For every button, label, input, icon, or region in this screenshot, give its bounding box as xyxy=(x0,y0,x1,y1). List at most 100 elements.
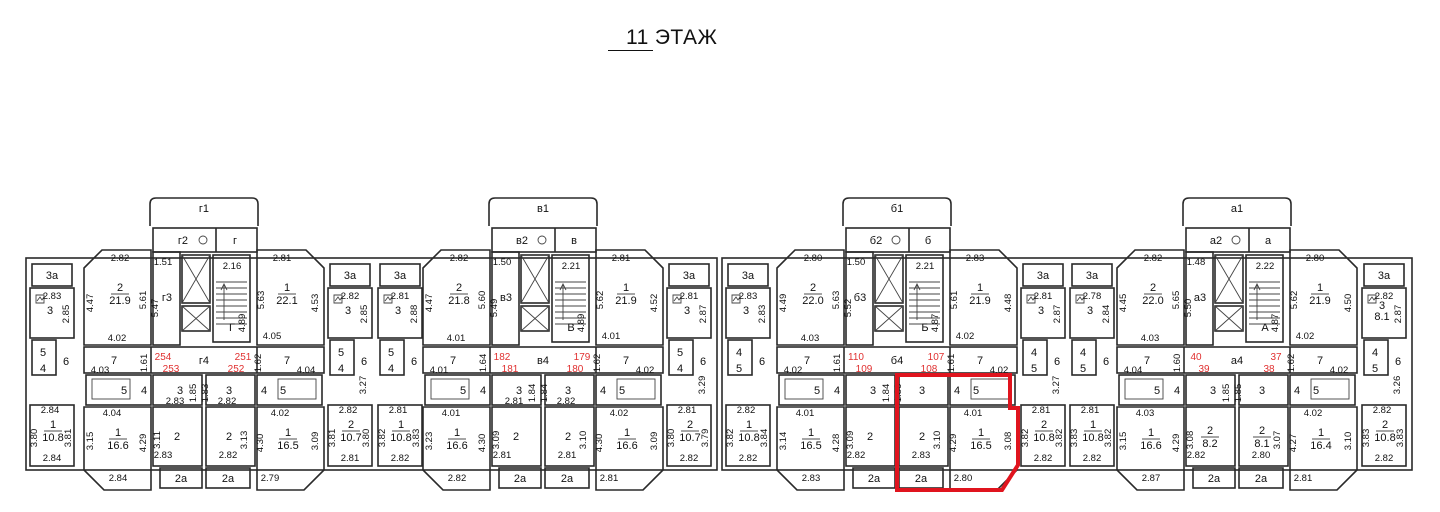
unit-room-3 xyxy=(29,287,75,339)
dimension-label: 4.04 xyxy=(297,365,316,376)
dimension-label: 1.51 xyxy=(154,257,173,268)
room-left-bottom-area: 16.6 xyxy=(1140,440,1161,452)
balcony-right xyxy=(544,467,590,489)
dimension-label: 2.83 xyxy=(802,473,821,484)
dimension-label: 4.27 xyxy=(1288,434,1299,453)
dimension-label: 2.82 xyxy=(1373,405,1392,416)
bathtub-left xyxy=(430,378,470,400)
room-right-bottom xyxy=(1289,406,1358,491)
bath-label: 4 xyxy=(1372,347,1378,359)
dimension-label: 3.26 xyxy=(1392,376,1403,395)
dimension-label: 3.14 xyxy=(778,432,789,451)
room-right-bottom-area: 16.4 xyxy=(1310,440,1331,452)
bath-label: 5 xyxy=(677,347,683,359)
dimension-label: 2.82 xyxy=(111,253,130,264)
dimension-label: 3.09 xyxy=(310,432,321,451)
elevator-shaft xyxy=(874,305,904,332)
balcony-label: 2а xyxy=(561,473,574,485)
elevator-icon xyxy=(181,254,211,304)
apartment-number: 37 xyxy=(1270,352,1282,363)
dimension-label: 4.47 xyxy=(424,294,435,313)
bath-label: 5 xyxy=(121,385,127,397)
loggia xyxy=(1182,197,1292,226)
dimension-label: 4.01 xyxy=(796,408,815,419)
unit-balcony xyxy=(727,263,769,287)
room-center-right xyxy=(1238,406,1289,467)
room-left-bottom xyxy=(83,406,152,491)
room-right-big xyxy=(1289,249,1358,346)
dimension-label: 3.10 xyxy=(932,431,943,450)
loggia xyxy=(488,197,598,226)
bathtub-left xyxy=(91,378,131,400)
unit-room-number: 1 xyxy=(746,419,752,431)
unit-room-number: 2 xyxy=(348,419,354,431)
unit-balcony xyxy=(1071,263,1113,287)
stair-label: Б xyxy=(921,322,928,334)
dimension-label: 2.82 xyxy=(1034,453,1053,464)
dimension-label: 2.82 xyxy=(218,396,237,407)
entry-block xyxy=(845,227,951,253)
dimension-label: 3.81 xyxy=(63,429,74,448)
dimension-label: 5.63 xyxy=(256,291,267,310)
dimension-label: 2.81 xyxy=(558,450,577,461)
room-left-big-area: 22.0 xyxy=(802,295,823,307)
dimension-label: 4.01 xyxy=(430,365,449,376)
dimension-label: 4.01 xyxy=(602,331,621,342)
dimension-label: 1.62 xyxy=(1286,354,1297,373)
dimension-label: 3.82 xyxy=(1054,429,1065,448)
dimension-label: 4.48 xyxy=(1003,294,1014,313)
wall xyxy=(150,347,258,373)
unit-balcony-label: 3а xyxy=(683,270,696,282)
dimension-label: 4.29 xyxy=(138,434,149,453)
apartment-number: 182 xyxy=(494,352,511,363)
kitchen-stove-icon xyxy=(672,294,682,304)
dimension-label: 3.84 xyxy=(759,429,770,448)
lobby-label: а4 xyxy=(1231,355,1243,367)
dimension-label: 4.02 xyxy=(956,331,975,342)
unit-room xyxy=(1020,404,1066,467)
dimension-label: 2.81 xyxy=(505,396,524,407)
bath-label: 4 xyxy=(834,385,840,397)
corridor-left-label: 7 xyxy=(804,355,810,367)
hall-left xyxy=(491,374,542,406)
bathtub-right xyxy=(277,378,317,400)
unit-hall-label: 6 xyxy=(1103,356,1109,368)
entry-label: в2 xyxy=(516,235,528,247)
entry-block xyxy=(491,227,597,253)
room-left-bottom-area: 16.6 xyxy=(107,440,128,452)
dimension-label: 3.82 xyxy=(1103,429,1114,448)
balcony-right xyxy=(1238,467,1284,489)
dimension-label: 2.81 xyxy=(273,253,292,264)
unit-balcony xyxy=(1022,263,1064,287)
dimension-label: 1.85 xyxy=(1233,384,1244,403)
dimension-label: 2.81 xyxy=(391,291,410,302)
apartment-number: 253 xyxy=(163,364,180,375)
dimension-label: 1.48 xyxy=(1187,257,1206,268)
hall-room xyxy=(1185,251,1214,346)
dimension-label: 2.84 xyxy=(109,473,128,484)
dimension-label: 3.10 xyxy=(578,431,589,450)
unit-room-3-label: 3 xyxy=(743,305,749,317)
unit-room-area: 10.8 xyxy=(1082,432,1103,444)
dimension-label: 5.49 xyxy=(489,299,500,318)
room-center-left-number: 2 xyxy=(1207,425,1213,437)
unit-room-area: 10.8 xyxy=(1033,432,1054,444)
building-outline-left xyxy=(25,257,718,471)
unit-balcony xyxy=(329,263,371,287)
toilet-icon xyxy=(1231,235,1241,245)
room-left-bottom-area: 16.6 xyxy=(446,440,467,452)
unit-room-3-label: 3 xyxy=(47,305,53,317)
dimension-label: 3.07 xyxy=(1272,431,1283,450)
stairwell xyxy=(1245,254,1284,343)
hall-label: а3 xyxy=(1194,292,1206,304)
kitchen-stove-icon xyxy=(1075,294,1085,304)
balcony-left xyxy=(159,467,203,489)
dimension-label: 3.13 xyxy=(239,431,250,450)
dimension-label: 2.84 xyxy=(1101,305,1112,324)
bath-left xyxy=(1118,374,1185,406)
selected-apartment-outline[interactable] xyxy=(895,373,1020,492)
hall-left-label: 3 xyxy=(516,385,522,397)
dimension-label: 1.85 xyxy=(188,384,199,403)
dimension-label: 2.84 xyxy=(41,405,60,416)
dimension-label: 4.01 xyxy=(964,408,983,419)
